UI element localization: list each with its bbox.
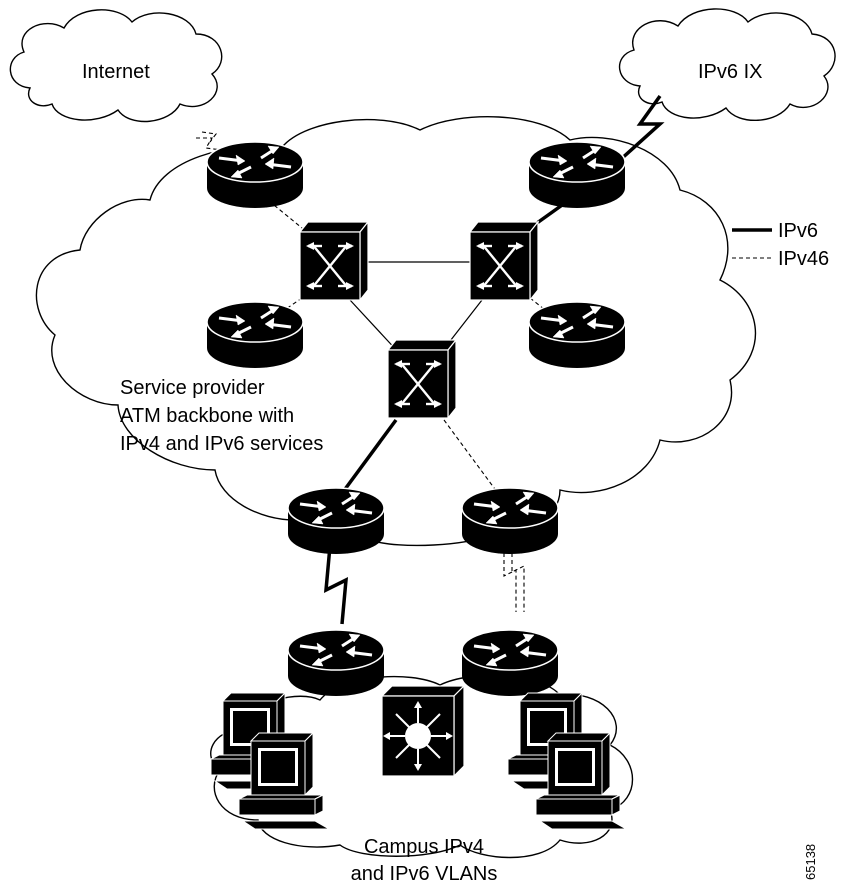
- link-ipv6: [323, 545, 349, 625]
- link-ipv46: [503, 546, 517, 612]
- link-ipv6: [618, 94, 665, 162]
- legend: IPv6 IPv46: [732, 220, 829, 270]
- backbone-label-line-3: IPv4 and IPv6 services: [120, 433, 323, 455]
- internet-cloud-icon: [9, 9, 223, 123]
- ipv6-ix-label: IPv6 IX: [698, 61, 762, 83]
- atm-switch-icon: [298, 220, 370, 302]
- router-icon: [460, 486, 560, 556]
- atm-switch-icon: [468, 220, 540, 302]
- campus-label-line-1: Campus IPv4: [364, 836, 484, 858]
- backbone-label-line-2: ATM backbone with: [120, 405, 294, 427]
- link-ipv46: [201, 131, 217, 143]
- link-ipv46: [511, 546, 525, 612]
- atm-switch-icon: [386, 338, 458, 420]
- campus-label-line-2: and IPv6 VLANs: [351, 863, 498, 885]
- router-icon: [527, 140, 627, 210]
- router-icon: [205, 140, 305, 210]
- layer3-switch-icon: [381, 685, 465, 777]
- link-ipv46: [196, 137, 223, 151]
- router-icon: [527, 300, 627, 370]
- backbone-label-line-1: Service provider: [120, 377, 265, 399]
- internet-label: Internet: [82, 61, 150, 83]
- backbone-cloud-icon: [35, 116, 757, 547]
- legend-ipv6-label: IPv6: [778, 220, 818, 242]
- ipv6-ix-cloud-icon: [618, 8, 836, 121]
- link-ipv6: [338, 418, 398, 498]
- legend-ipv46-label: IPv46: [778, 248, 829, 270]
- router-icon: [286, 628, 386, 698]
- figure-id: 65138: [803, 844, 818, 880]
- router-icon: [460, 628, 560, 698]
- router-icon: [205, 300, 305, 370]
- link-ipv46: [443, 419, 501, 497]
- router-icon: [286, 486, 386, 556]
